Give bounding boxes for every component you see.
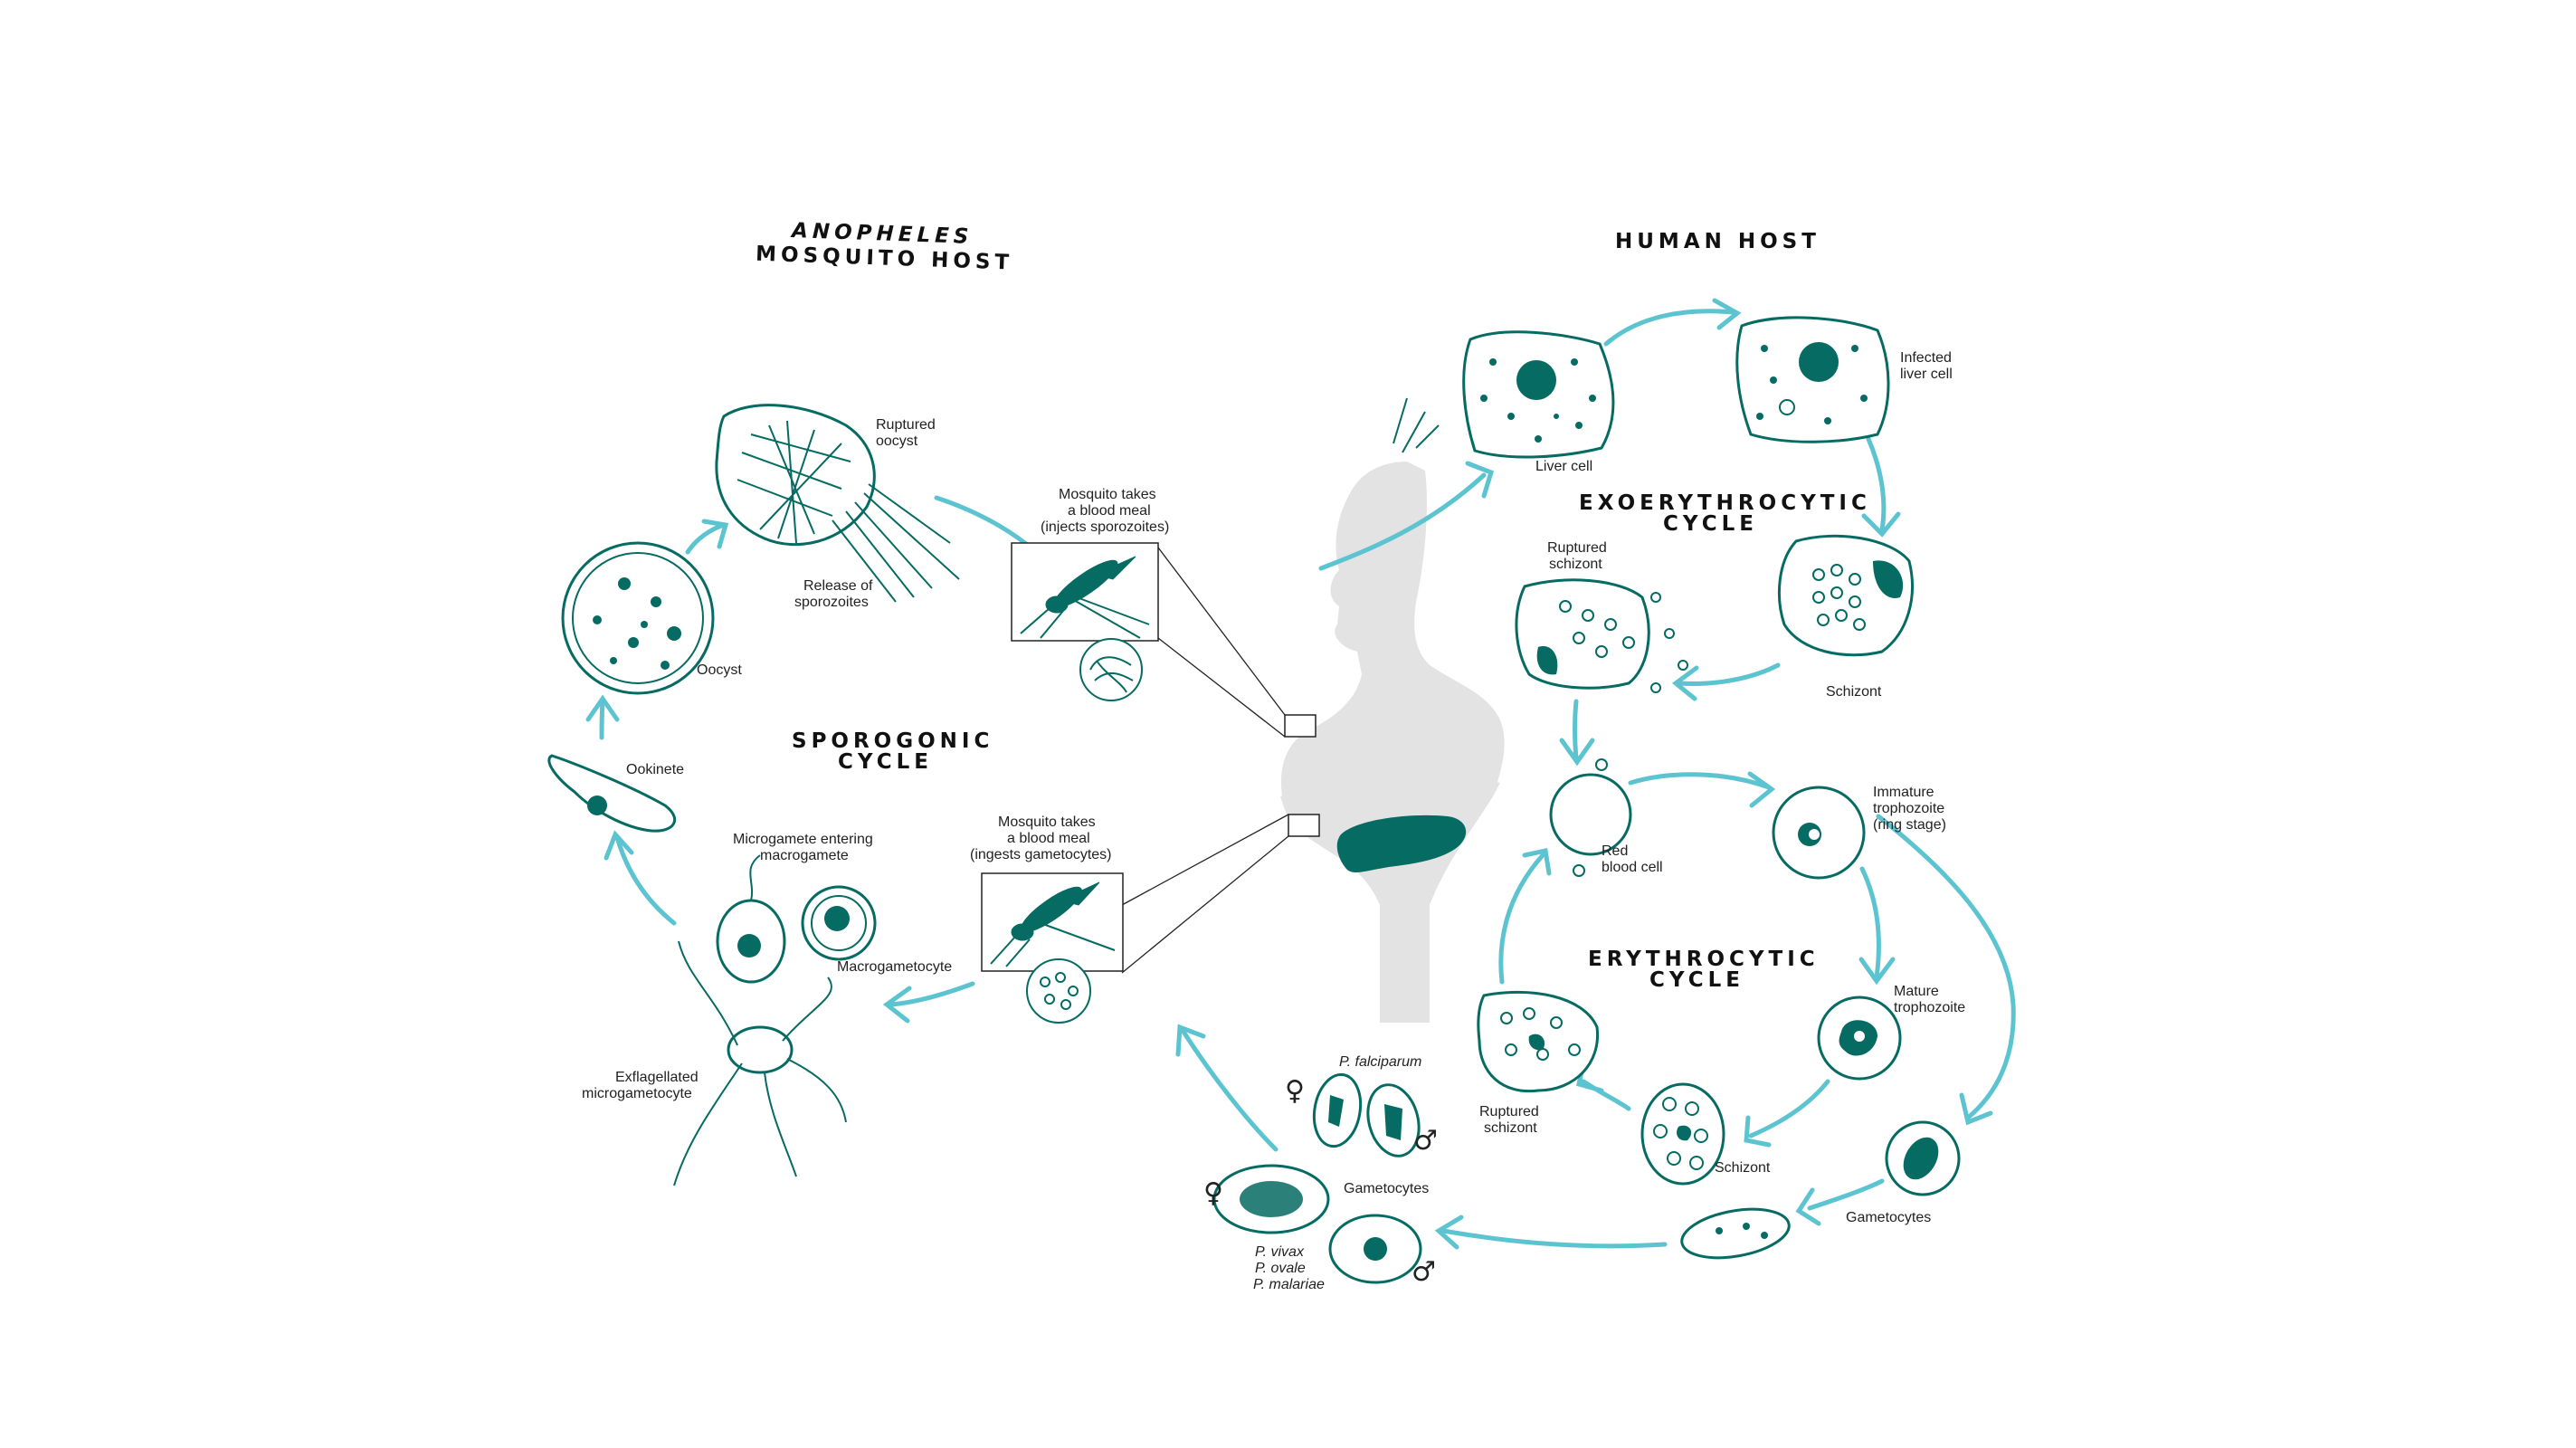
arrow-ookinete-to-oocyst [599, 699, 605, 740]
arrow-to-ookinete [614, 834, 677, 926]
arrow-infected-to-schizont [1866, 436, 1887, 532]
arrow-to-liver [1318, 472, 1487, 571]
mosquito-inset-gametocytes [981, 872, 1124, 1024]
label-p-vivax: P. vivax [1255, 1244, 1305, 1260]
label-ruptured-oocyst-1: Ruptured [876, 417, 936, 433]
label-oocyst: Oocyst [697, 662, 742, 678]
header-spor-cycle: CYCLE [838, 750, 933, 774]
arrow-gametocytes-to-mosquito [1181, 1029, 1278, 1152]
macrogamete-cells [716, 854, 877, 984]
p-falciparum-gametocytes [1312, 1072, 1421, 1157]
ruptured-oocyst-cell [715, 404, 960, 603]
mosquito-inset-sporozoites [1011, 542, 1159, 701]
label-bite1-2: a blood meal [1068, 503, 1151, 519]
arrow-oval-to-gametocytes [1440, 1228, 1668, 1249]
header-human-host: HUMAN HOST [1615, 230, 1820, 253]
exflagellated-microgametocyte [673, 940, 847, 1186]
female-symbol-vivax: ♀ [1203, 1177, 1223, 1209]
label-schizont-liver: Schizont [1826, 684, 1882, 700]
blood-schizont [1640, 1082, 1725, 1186]
liver-schizont [1777, 534, 1914, 657]
mosquito-icon [1020, 556, 1150, 639]
label-ruptured-schizont-b1: Ruptured [1479, 1104, 1539, 1119]
arrow-liver-to-infected [1603, 309, 1735, 347]
label-rbc-1: Red [1602, 843, 1628, 859]
label-ruptured-oocyst-2: oocyst [876, 433, 918, 449]
red-blood-cell [1549, 758, 1632, 877]
arrow-gametocyte-to-oval [1807, 1178, 1885, 1211]
header-exo-cycle: CYCLE [1663, 512, 1758, 536]
blood-ruptured-schizont [1477, 990, 1600, 1093]
skin-inset-marker [1284, 714, 1317, 738]
arrow-mature-to-schizont [1748, 1079, 1830, 1138]
arrow-ring-to-mature [1859, 866, 1881, 980]
label-liver-cell: Liver cell [1535, 459, 1592, 474]
label-immature-2: trophozoite [1873, 801, 1944, 816]
mosquito-icon-2 [990, 881, 1116, 967]
header-sporogonic: SPOROGONIC [792, 729, 993, 753]
blood-gametocyte-round [1885, 1120, 1961, 1196]
label-mature-1: Mature [1894, 984, 1939, 999]
label-immature-1: Immature [1873, 785, 1934, 800]
arrow-ruptured-to-rbc-loop [1498, 853, 1545, 985]
arrow-mosquito-to-macrogametocyte [889, 981, 975, 1007]
label-bite1-3: (injects sporozoites) [1041, 519, 1169, 535]
male-symbol-falciparum: ♂ [1413, 1125, 1438, 1157]
arrow-rbc-to-ring [1628, 772, 1772, 790]
label-ruptured-schizont-1: Ruptured [1547, 540, 1607, 556]
infected-liver-cell [1735, 316, 1890, 443]
label-bite2-3: (ingests gametocytes) [970, 847, 1112, 862]
inset-connectors [1121, 547, 1289, 974]
label-ruptured-schizont-b2: schizont [1484, 1120, 1537, 1136]
arrow-schizont-to-ruptured [1676, 662, 1781, 687]
liver-cell [1462, 330, 1615, 459]
p-vivax-gametocytes [1212, 1164, 1422, 1284]
liver-ruptured-schizont [1515, 578, 1688, 693]
ookinete-cell [547, 754, 677, 833]
liver-inset-marker [1288, 814, 1320, 837]
mature-trophozoite [1817, 996, 1902, 1081]
blood-gametocyte-oval [1680, 1207, 1791, 1260]
label-exflag-2: microgametocyte [582, 1086, 692, 1101]
label-exflag-1: Exflagellated [615, 1070, 699, 1085]
header-erythrocytic: ERYTHROCYTIC [1588, 948, 1820, 971]
label-immature-3: (ring stage) [1873, 817, 1946, 833]
label-release-1: Release of [803, 578, 873, 594]
male-symbol-vivax: ♂ [1412, 1256, 1436, 1288]
liver-icon [1336, 814, 1467, 872]
label-infected-2: liver cell [1900, 367, 1953, 382]
label-release-2: sporozoites [794, 595, 869, 610]
label-gametocytes-center: Gametocytes [1344, 1181, 1429, 1196]
label-macrogametocyte: Macrogametocyte [837, 959, 952, 975]
label-ruptured-schizont-2: schizont [1549, 557, 1602, 572]
label-p-malariae: P. malariae [1253, 1277, 1325, 1292]
label-bite2-1: Mosquito takes [998, 814, 1096, 830]
header-mosquito-host: MOSQUITO HOST [756, 243, 1014, 275]
arrow-ring-to-gametocytes [1876, 814, 2016, 1120]
ring-stage-trophozoite [1772, 786, 1866, 880]
label-schizont-blood: Schizont [1715, 1160, 1771, 1176]
arrow-ruptured-to-rbc [1573, 699, 1579, 761]
label-ookinete: Ookinete [626, 762, 684, 777]
human-silhouette [1280, 462, 1505, 1023]
oocyst-cell [561, 541, 715, 695]
label-mature-2: trophozoite [1894, 1000, 1965, 1015]
label-rbc-2: blood cell [1602, 860, 1663, 875]
label-micro-entering-1: Microgamete entering [733, 832, 873, 847]
label-bite1-1: Mosquito takes [1059, 487, 1156, 502]
label-micro-entering-2: macrogamete [760, 848, 849, 863]
header-ery-cycle: CYCLE [1649, 968, 1744, 992]
label-p-falciparum: P. falciparum [1339, 1054, 1421, 1070]
label-gametocytes-right: Gametocytes [1846, 1210, 1931, 1225]
label-p-ovale: P. ovale [1255, 1261, 1306, 1276]
label-bite2-2: a blood meal [1007, 831, 1090, 846]
arrow-schizont-to-ruptured-blood [1581, 1079, 1631, 1111]
label-infected-1: Infected [1900, 350, 1952, 366]
header-exoerythrocytic: EXOERYTHROCYTIC [1579, 491, 1871, 515]
female-symbol-falciparum: ♀ [1285, 1075, 1305, 1107]
sporozoites [1393, 397, 1440, 453]
